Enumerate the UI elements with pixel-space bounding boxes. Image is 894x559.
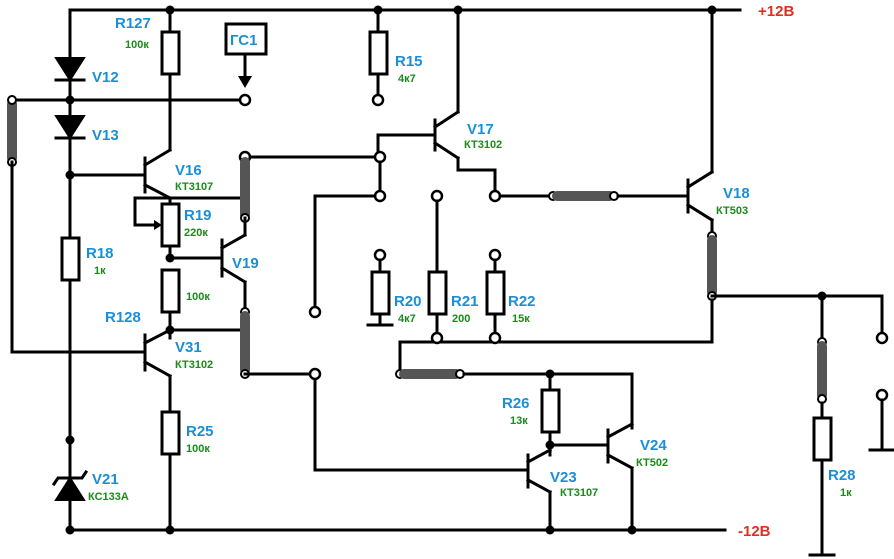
r15-pad	[371, 93, 385, 107]
v23-label: V23	[550, 469, 577, 486]
gc1-label: ГС1	[230, 32, 257, 49]
v16-value: КТ3107	[175, 181, 213, 193]
negative-rail-label: -12В	[738, 523, 771, 540]
transistor-v18	[685, 8, 715, 234]
r20-value: 4к7	[398, 313, 416, 325]
resistor-r127	[160, 30, 181, 76]
v19-label: V19	[232, 255, 259, 272]
v21-value: КС133А	[88, 491, 129, 503]
left-jumper	[7, 95, 147, 354]
v13-label: V13	[92, 127, 119, 144]
r22-value: 15к	[512, 313, 530, 325]
resistor-r25	[160, 410, 181, 456]
r25-label: R25	[186, 423, 214, 440]
r18-label: R18	[86, 245, 114, 262]
diode-v13	[54, 115, 86, 140]
junction-dot	[65, 95, 75, 105]
resistor-r22	[485, 270, 506, 316]
resistor-r128	[160, 268, 181, 314]
v23-value: КТ3107	[560, 487, 598, 499]
r19-label: R19	[184, 207, 212, 224]
transistor-v23	[308, 367, 553, 532]
r128-label: R128	[105, 309, 141, 326]
junction-dot	[65, 525, 75, 535]
jumper-v19-top	[238, 150, 378, 237]
v18-value: КТ503	[716, 205, 748, 217]
r19-value: 220к	[184, 227, 208, 239]
r15-label: R15	[395, 53, 423, 70]
mid-pad-wires	[308, 160, 387, 319]
junction-dot	[627, 525, 637, 535]
v12-label: V12	[92, 69, 119, 86]
transistor-v16	[142, 147, 247, 201]
v24-value: КТ502	[636, 457, 668, 469]
v31-label: V31	[175, 339, 202, 356]
r21-value: 200	[452, 313, 470, 325]
r22-label: R22	[508, 293, 536, 310]
junction-dot	[165, 525, 175, 535]
jumper-v18-base	[488, 189, 690, 203]
transistor-v19	[168, 232, 248, 312]
resistor-r20	[370, 270, 391, 316]
diode-v12	[54, 57, 86, 82]
v21-label: V21	[92, 471, 119, 488]
v17-value: КТ3102	[464, 139, 502, 151]
gc1-arrow	[238, 76, 252, 88]
resistor-r26	[540, 388, 561, 434]
junction-dot	[65, 435, 75, 445]
positive-rail-label: +12В	[758, 3, 794, 20]
r21-label: R21	[451, 293, 479, 310]
r28-value: 1к	[840, 487, 852, 499]
resistor-r18	[60, 236, 81, 282]
gc1-pad	[238, 93, 252, 107]
resistor-r21	[427, 270, 448, 316]
r127-value: 100к	[125, 39, 149, 51]
v17-label: V17	[467, 121, 494, 138]
r28-label: R28	[828, 467, 856, 484]
v18-label: V18	[723, 185, 750, 202]
r26-value: 13к	[510, 415, 528, 427]
zener-v21	[51, 469, 89, 501]
transistor-v24	[548, 421, 635, 532]
v31-value: КТ3102	[175, 359, 213, 371]
r128-value: 100к	[186, 291, 210, 303]
r127-label: R127	[115, 15, 151, 32]
transistor-v17	[376, 8, 497, 194]
output-ground-terminal	[868, 388, 894, 452]
resistor-r15	[368, 30, 389, 76]
r25-value: 100к	[186, 443, 210, 455]
v24-label: V24	[640, 437, 667, 454]
r15-value: 4к7	[398, 73, 416, 85]
junction-dot	[545, 525, 555, 535]
v16-label: V16	[175, 162, 202, 179]
trimmer-r19	[133, 196, 181, 260]
jumper-v19-bottom	[240, 307, 317, 379]
r21-branch	[430, 189, 444, 345]
resistor-r28	[812, 416, 833, 462]
r26-label: R26	[502, 395, 530, 412]
r18-value: 1к	[94, 265, 106, 277]
r20-label: R20	[394, 293, 422, 310]
jumper-v18-emitter	[398, 231, 889, 372]
